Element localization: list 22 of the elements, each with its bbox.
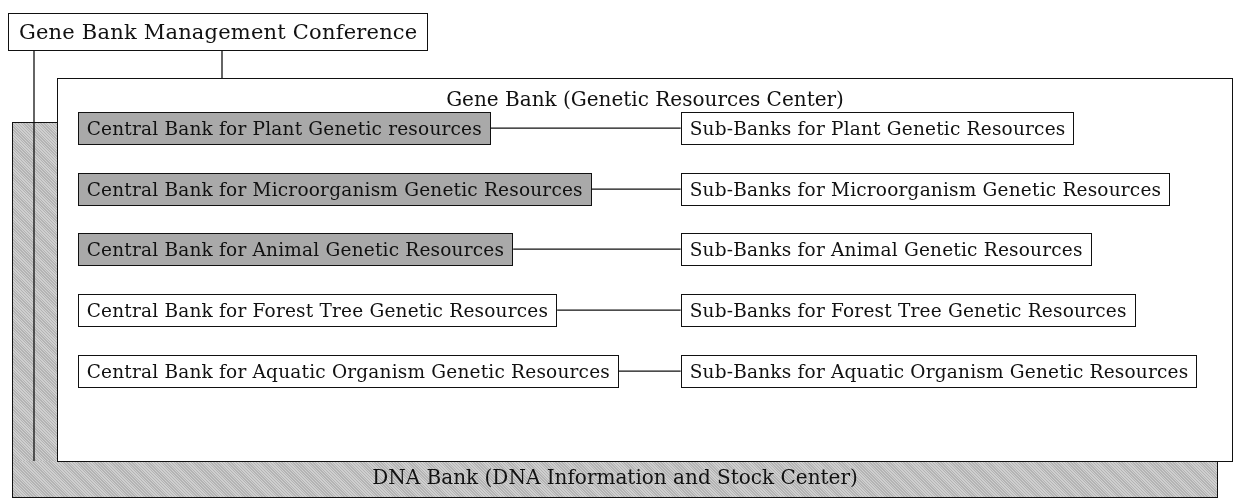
connector-line [591,188,682,190]
org-box: Central Bank for Forest Tree Genetic Resources [77,293,558,327]
panel-title: DNA Bank (DNA Information and Stock Center) [371,465,859,489]
connector-line [33,50,35,462]
connector-line [618,370,682,372]
group-panel [12,461,1218,498]
group-panel [57,78,1233,462]
org-box: Sub-Banks for Animal Genetic Resources [680,232,1092,266]
connector-line [221,50,223,79]
org-box: Sub-Banks for Forest Tree Genetic Resources [680,293,1136,327]
org-box: Sub-Banks for Microorganism Genetic Resources [680,172,1171,206]
org-box: Central Bank for Animal Genetic Resources [77,232,514,266]
org-box: Sub-Banks for Aquatic Organism Genetic Resources [680,354,1198,388]
org-box: Central Bank for Plant Genetic resources [77,111,491,145]
org-box: Gene Bank Management Conference [8,13,429,51]
connector-line [490,127,682,129]
org-box: Central Bank for Aquatic Organism Genetic Resources [77,354,619,388]
panel-title: Gene Bank (Genetic Resources Center) [445,87,845,111]
connector-line [512,248,682,250]
org-box: Central Bank for Microorganism Genetic Resources [77,172,592,206]
org-box: Sub-Banks for Plant Genetic Resources [680,111,1075,145]
connector-line [556,309,682,311]
